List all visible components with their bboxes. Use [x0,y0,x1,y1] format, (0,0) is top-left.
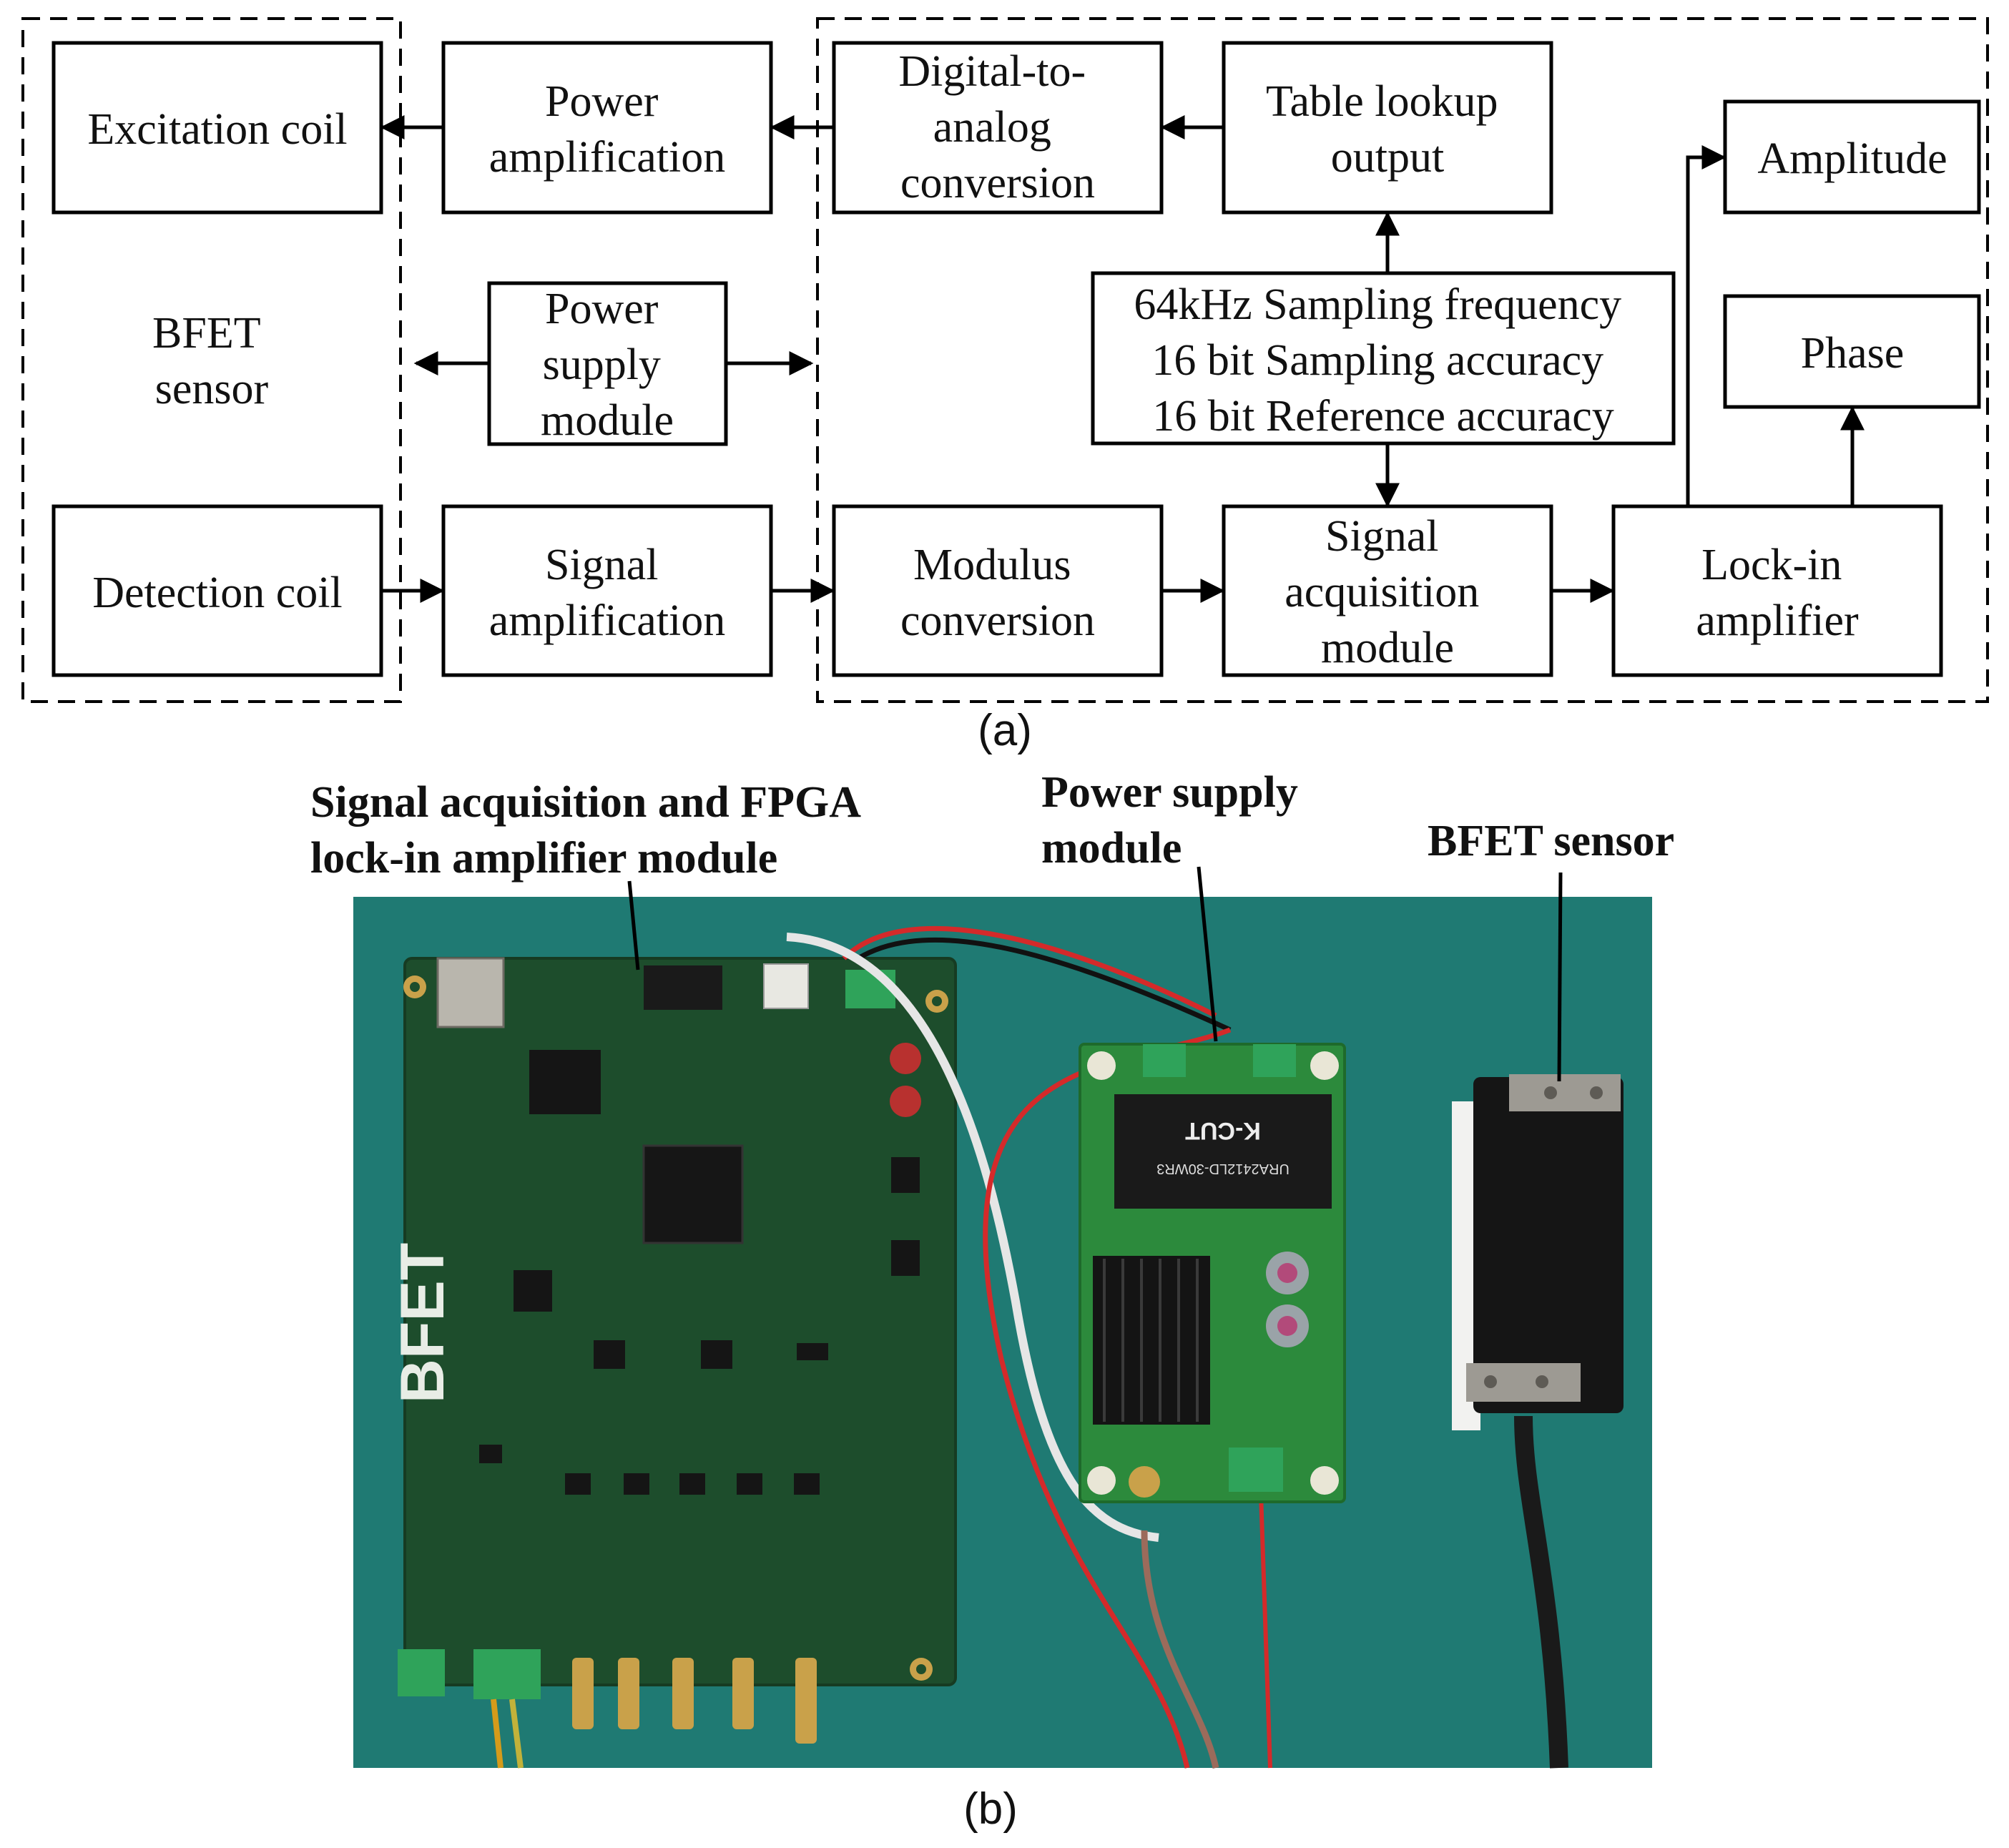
table-lookup-label: Table lookup output [1266,77,1509,182]
chip [529,1050,601,1114]
cables [786,925,1272,1769]
sampling-specs-label: 64kHz Sampling frequency 16 bit Sampling… [1134,280,1632,441]
processing-group-frame [816,17,1989,703]
bfet-sensor [1452,1074,1624,1769]
lockin-amplifier-box [1611,504,1943,677]
sensor-body [1473,1077,1624,1413]
converter-brand: K-CUT [1185,1117,1261,1144]
cable-connector [763,963,809,1009]
signal-acquisition-label: Signal acquisition module [1285,512,1490,672]
fpga-chip [642,1144,744,1244]
detection-coil-box [51,504,383,677]
chip [891,1157,920,1193]
screw-terminal [845,970,895,1008]
dac-box [832,41,1164,215]
capacitor [890,1086,921,1117]
wire [509,1699,524,1769]
heatsink-fins [1103,1259,1199,1422]
chip [594,1340,625,1369]
flow-arrows [380,115,1865,603]
sma-connector [1129,1466,1160,1498]
capacitor [890,1043,921,1074]
phase-label: Phase [1801,329,1905,378]
table-lookup-box [1222,41,1553,215]
power-amplification-box [441,41,773,215]
block-diagram: Excitation coil Power amplification Digi… [21,17,1989,755]
chip [701,1340,732,1369]
detection-coil-label: Detection coil [92,569,342,617]
pointer-fpga [627,880,640,970]
pointer-power [1197,866,1218,1042]
callout-pointers [627,866,1563,1082]
sma-connectors [572,1658,817,1744]
heatsink [1093,1256,1210,1425]
dac-label: Digital-to- analog conversion [898,47,1096,207]
fpga-module-callout: Signal acquisition and FPGA lock-in ampl… [310,778,870,883]
sensor-bracket [1466,1363,1581,1402]
screw-terminal [1229,1448,1283,1492]
chip [797,1343,828,1360]
power-amplification-label: Power amplification [489,77,726,182]
signal-amplification-box [441,504,773,677]
screw-terminal [1143,1044,1186,1077]
screw-terminal [1253,1044,1296,1077]
amp-chips [479,1445,820,1495]
signal-amplification-label: Signal amplification [489,541,726,645]
modulus-conversion-label: Modulus conversion [900,541,1095,645]
fpga-board: BFET [388,957,957,1769]
hardware-photo: Signal acquisition and FPGA lock-in ampl… [310,768,1674,1834]
power-supply-label: Power supply module [541,285,674,445]
lockin-amplifier-label: Lock-in amplifier [1696,541,1859,645]
power-supply-callout: Power supply module [1041,768,1309,873]
pointer-sensor [1557,872,1563,1082]
caption-a: (a) [978,706,1032,755]
arrow-lockin-to-amplitude [1686,145,1726,506]
sensor-group-frame [21,17,402,703]
rj-connector [436,957,505,1028]
jtag-header [644,965,722,1010]
phase-box [1723,294,1981,409]
modulus-conversion-box [832,504,1164,677]
bfet-sensor-callout: BFET sensor [1428,817,1674,865]
sensor-bracket [1509,1074,1621,1111]
excitation-coil-box [51,41,383,215]
chip [891,1240,920,1276]
chip [514,1270,552,1312]
wire [491,1699,504,1769]
sensor-cable [1514,1415,1568,1769]
amplitude-box [1723,99,1981,215]
screw-terminal [473,1649,541,1699]
sampling-specs-box [1091,271,1676,446]
caption-b: (b) [963,1784,1018,1834]
amplitude-label: Amplitude [1757,134,1947,183]
board-silkscreen: BFET [388,1243,457,1404]
screw-terminal [398,1649,445,1696]
converter-model: URA2412LD-30WR3 [1156,1161,1290,1176]
bfet-sensor-label: BFET sensor [152,309,271,413]
power-supply-board: K-CUT URA2412LD-30WR3 [1079,1043,1346,1503]
dc-converter [1114,1094,1332,1209]
fpga-pcb [403,957,957,1686]
excitation-coil-label: Excitation coil [87,105,347,154]
